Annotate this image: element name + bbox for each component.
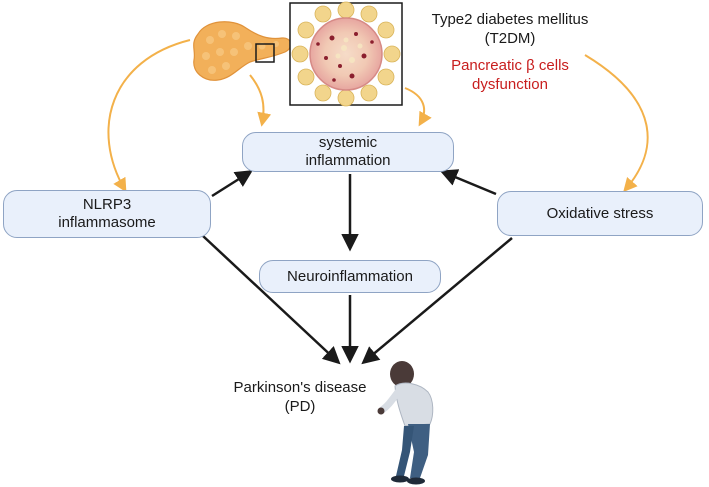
nlrp3-line2: inflammasome bbox=[58, 214, 156, 231]
parkinsons-disease-label: Parkinson's disease (PD) bbox=[200, 378, 400, 416]
systemic-line1: systemic bbox=[318, 134, 378, 151]
t2dm-line1: Type2 diabetes mellitus bbox=[431, 11, 589, 28]
t2dm-label: Type2 diabetes mellitus (T2DM) bbox=[405, 10, 615, 48]
neuroinflammation-node: Neuroinflammation bbox=[259, 260, 441, 293]
arrow-islet-to-systemic bbox=[404, 87, 432, 127]
t2dm-line2: (T2DM) bbox=[484, 30, 536, 47]
arrow-oxidative-to-pd bbox=[361, 237, 513, 365]
beta-line2: dysfunction bbox=[472, 76, 548, 93]
arrow-pancreas-to-nlrp3 bbox=[107, 39, 191, 193]
oxidative-stress-node: Oxidative stress bbox=[497, 191, 703, 236]
oxidative-stress-label: Oxidative stress bbox=[546, 204, 654, 222]
pancreas-icon bbox=[193, 21, 292, 81]
arrow-pancreas-to-systemic bbox=[249, 74, 272, 127]
person-icon bbox=[377, 361, 434, 485]
beta-cell-dysfunction-label: Pancreatic β cells dysfunction bbox=[420, 56, 600, 94]
arrow-t2dm-to-oxidative bbox=[584, 54, 649, 193]
pd-line1: Parkinson's disease bbox=[233, 379, 367, 396]
pd-line2: (PD) bbox=[284, 398, 316, 415]
beta-line1: Pancreatic β cells bbox=[451, 57, 569, 74]
systemic-line2: inflammation bbox=[305, 152, 391, 169]
arrow-nlrp3-to-systemic bbox=[211, 170, 253, 198]
arrow-nlrp3-to-pd bbox=[202, 235, 341, 365]
nlrp3-line1: NLRP3 bbox=[82, 196, 132, 213]
nlrp3-inflammasome-node: NLRP3 inflammasome bbox=[3, 190, 211, 238]
islet-cell-icon bbox=[289, 1, 403, 107]
neuroinflammation-label: Neuroinflammation bbox=[287, 267, 413, 285]
systemic-inflammation-node: systemic inflammation bbox=[242, 132, 454, 172]
arrow-oxidative-to-systemic bbox=[439, 169, 497, 196]
